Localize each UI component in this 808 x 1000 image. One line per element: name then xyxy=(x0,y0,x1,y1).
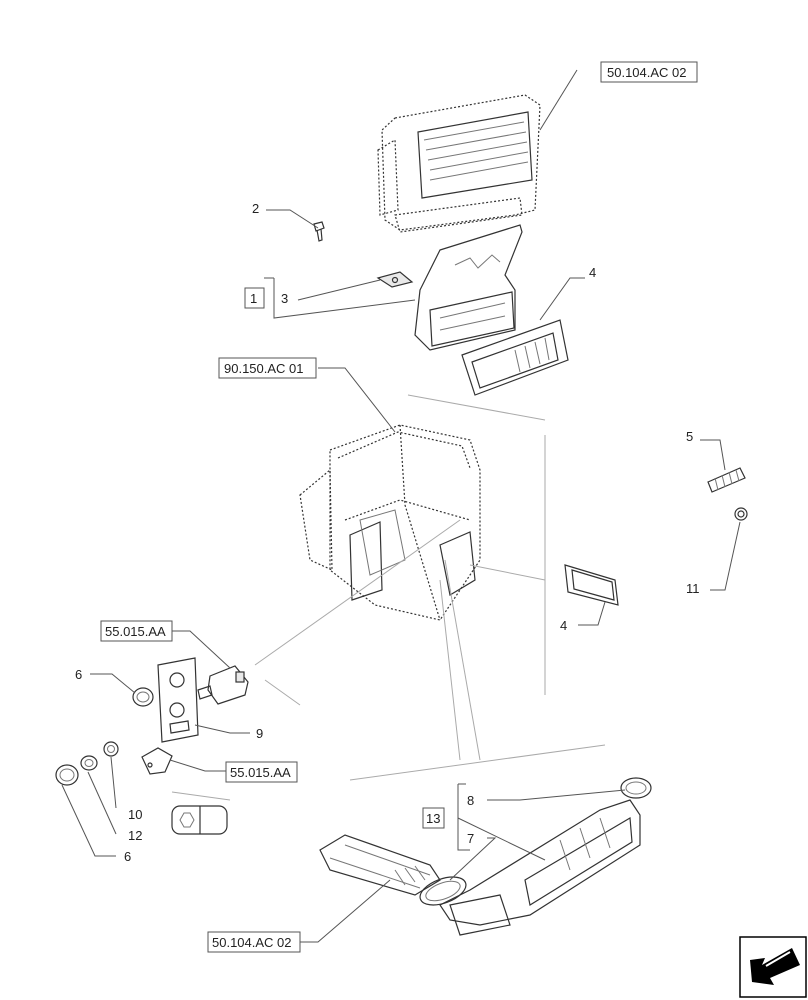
cap-6b-drawing xyxy=(55,764,79,786)
air-duct-drawing xyxy=(414,224,523,351)
nut-12-drawing xyxy=(80,755,98,771)
ref-switch-lower-label: 55.015.AA xyxy=(230,765,291,780)
callout-9[interactable]: 9 xyxy=(256,726,263,741)
callout-8[interactable]: 8 xyxy=(467,793,474,808)
callout-11[interactable]: 11 xyxy=(686,581,700,596)
callout-5[interactable]: 5 xyxy=(686,429,693,444)
ref-box-switch-upper[interactable]: 55.015.AA xyxy=(100,620,173,642)
callout-4-side[interactable]: 4 xyxy=(560,618,567,633)
rocker-switch-drawing xyxy=(197,665,249,705)
seal-ring-8-drawing xyxy=(620,777,652,799)
callout-box-13[interactable]: 13 xyxy=(422,807,445,829)
ref-bottom-label: 50.104.AC 02 xyxy=(212,935,292,950)
callout-13: 13 xyxy=(426,811,440,826)
ref-box-switch-lower[interactable]: 55.015.AA xyxy=(225,761,298,783)
switch-symbol-drawing xyxy=(171,791,231,835)
ref-box-top[interactable]: 50.104.AC 02 xyxy=(600,61,698,83)
callout-12[interactable]: 12 xyxy=(128,828,142,843)
ref-top-label: 50.104.AC 02 xyxy=(607,65,687,80)
clip-nut-drawing xyxy=(734,507,748,521)
callout-1: 1 xyxy=(250,291,257,306)
callout-6-upper[interactable]: 6 xyxy=(75,667,82,682)
floor-duct-drawing xyxy=(439,799,641,936)
heater-unit-drawing xyxy=(377,94,541,233)
small-switch-drawing xyxy=(141,747,173,775)
vent-grille-side-drawing xyxy=(564,564,619,606)
cap-6a-drawing xyxy=(132,687,154,707)
arrow-icon[interactable] xyxy=(739,936,807,998)
ref-switch-upper-label: 55.015.AA xyxy=(105,624,166,639)
vent-grille-top-drawing xyxy=(461,319,569,396)
callout-6-lower[interactable]: 6 xyxy=(124,849,131,864)
callout-2[interactable]: 2 xyxy=(252,201,259,216)
ref-box-bottom[interactable]: 50.104.AC 02 xyxy=(207,931,301,953)
tapping-screw-drawing xyxy=(707,467,746,493)
callout-7[interactable]: 7 xyxy=(467,831,474,846)
ref-cab-label: 90.150.AC 01 xyxy=(224,361,304,376)
callout-10[interactable]: 10 xyxy=(128,807,142,822)
callout-box-1[interactable]: 1 xyxy=(244,287,265,309)
switch-panel-drawing xyxy=(157,657,199,743)
cab-frame-drawing xyxy=(299,424,481,621)
callout-3[interactable]: 3 xyxy=(281,291,288,306)
ref-box-cab[interactable]: 90.150.AC 01 xyxy=(218,357,317,379)
seal-ring-7-drawing xyxy=(419,876,467,906)
clip-drawing xyxy=(376,271,414,288)
rear-duct-drawing xyxy=(319,834,441,896)
callout-4-top[interactable]: 4 xyxy=(589,265,596,280)
screw-drawing xyxy=(313,221,325,242)
washer-10-drawing xyxy=(103,741,119,757)
